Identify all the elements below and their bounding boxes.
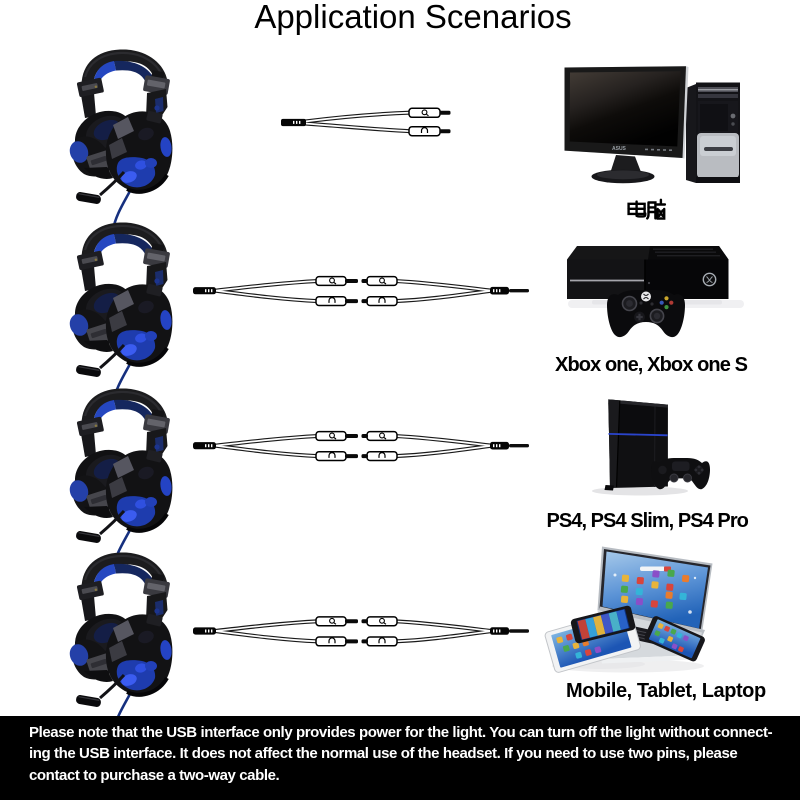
svg-text:ASUS: ASUS [612,146,627,152]
